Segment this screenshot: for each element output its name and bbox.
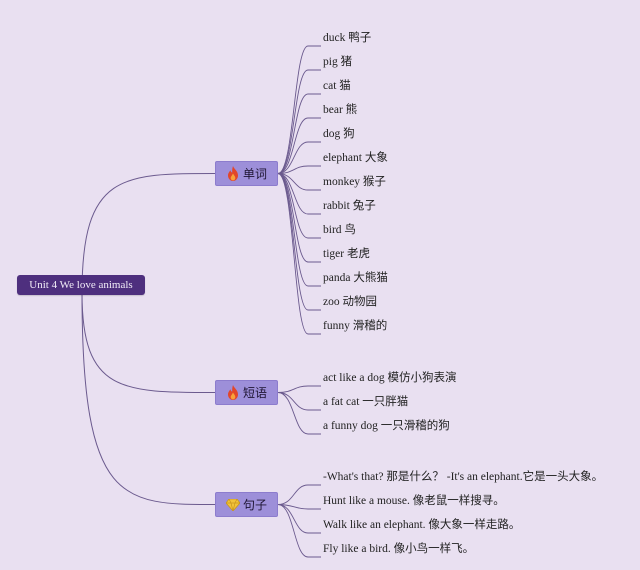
branch-label: 句子 [242, 498, 267, 512]
leaf-item[interactable]: rabbit 兔子 [323, 200, 376, 212]
branch-node-3[interactable]: 句子 [215, 492, 278, 517]
leaf-connector [277, 173, 321, 311]
leaf-connector [277, 93, 321, 174]
leaf-connector [277, 484, 321, 505]
leaf-item[interactable]: dog 狗 [323, 128, 355, 140]
leaf-item[interactable]: tiger 老虎 [323, 248, 370, 260]
branch-label: 单词 [242, 167, 267, 181]
leaf-item[interactable]: pig 猪 [323, 56, 353, 68]
leaf-item[interactable]: a fat cat 一只胖猫 [323, 396, 409, 408]
leaf-item[interactable]: bird 鸟 [323, 224, 356, 236]
leaf-item[interactable]: Fly like a bird. 像小鸟一样飞。 [323, 543, 475, 555]
leaf-item[interactable]: duck 鸭子 [323, 32, 372, 44]
leaf-item[interactable]: panda 大熊猫 [323, 272, 388, 284]
root-node[interactable]: Unit 4 We love animals [17, 275, 145, 295]
leaf-connector [277, 173, 321, 191]
leaf-item[interactable]: monkey 猴子 [323, 176, 386, 188]
leaf-connector [277, 117, 321, 174]
leaf-connector [277, 392, 321, 435]
fire-icon [226, 166, 240, 182]
leaf-item[interactable]: bear 熊 [323, 104, 358, 116]
branch-node-1[interactable]: 单词 [215, 161, 278, 186]
leaf-connector [277, 69, 321, 174]
leaf-connector [277, 504, 321, 510]
leaf-connector [277, 392, 321, 411]
leaf-item[interactable]: -What's that? 那是什么？ -It's an elephant.它是… [323, 471, 604, 483]
root-branch-connector [81, 292, 216, 393]
leaf-connector [277, 173, 321, 335]
leaf-connector [277, 504, 321, 558]
leaf-item[interactable]: a funny dog 一只滑稽的狗 [323, 420, 450, 432]
leaf-connector [277, 45, 321, 174]
leaf-item[interactable]: Hunt like a mouse. 像老鼠一样搜寻。 [323, 495, 505, 507]
fire-icon [226, 385, 240, 401]
leaf-connector [277, 385, 321, 393]
diamond-icon [225, 497, 240, 513]
leaf-connector [277, 165, 321, 174]
leaf-item[interactable]: act like a dog 模仿小狗表演 [323, 372, 457, 384]
leaf-connector [277, 173, 321, 215]
branch-node-2[interactable]: 短语 [215, 380, 278, 405]
leaf-connector [277, 141, 321, 174]
root-branch-connector [81, 292, 216, 505]
leaf-item[interactable]: cat 猫 [323, 80, 351, 92]
leaf-item[interactable]: elephant 大象 [323, 152, 388, 164]
branch-label: 短语 [242, 386, 267, 400]
leaf-item[interactable]: funny 滑稽的 [323, 320, 388, 332]
leaf-item[interactable]: zoo 动物园 [323, 296, 377, 308]
root-branch-connector [81, 173, 216, 294]
leaf-item[interactable]: Walk like an elephant. 像大象一样走路。 [323, 519, 521, 531]
